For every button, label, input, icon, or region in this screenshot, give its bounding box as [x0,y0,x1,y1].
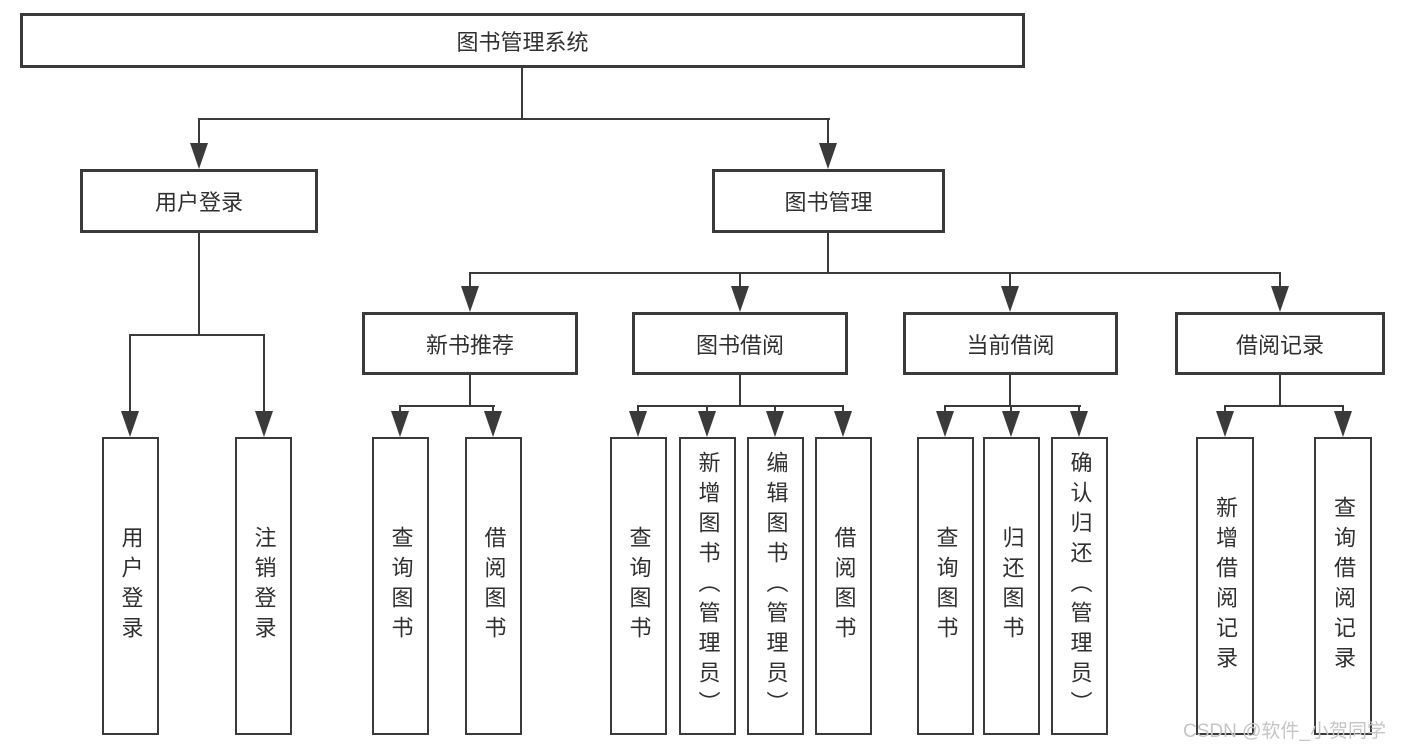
leaf-add-books-admin: 新增图书（管理员） [679,437,736,735]
edge-current-borrowing-hline [944,405,1081,407]
arrow-into-leaf-bb-query [629,411,647,437]
edge-to-book-borrowing [739,272,741,292]
edge-book-management-stem [827,233,829,274]
node-user-login: 用户登录 [80,169,318,233]
edge-to-leaf-logout [263,334,265,416]
arrow-into-leaf-nb-borrow [484,411,502,437]
leaf-query-borrow-record: 查询借阅记录 [1314,437,1372,735]
edge-to-new-book-recommend [469,272,471,292]
node-library-management-system: 图书管理系统 [20,13,1025,68]
leaf-add-borrow-record: 新增借阅记录 [1196,437,1254,735]
node-current-borrowing: 当前借阅 [903,312,1118,375]
arrow-into-leaf-br-query [1334,411,1352,437]
leaf-return-books: 归还图书 [983,437,1040,735]
edge-current-borrowing-stem [1009,373,1011,407]
arrow-into-leaf-br-add [1216,411,1234,437]
leaf-user-login: 用户登录 [102,437,159,735]
leaf-query-books-current: 查询图书 [917,437,974,735]
node-borrowing-records: 借阅记录 [1175,312,1385,375]
arrow-into-leaf-logout [255,411,273,437]
arrow-into-current-borrowing [1001,286,1019,312]
edge-to-user-login [198,118,200,153]
edge-new-book-stem [469,373,471,407]
edge-root-stem [521,66,523,118]
arrow-into-leaf-cb-return [1002,411,1020,437]
edge-user-login-stem [198,233,200,336]
arrow-into-book-borrowing [731,286,749,312]
csdn-watermark: CSDN @软件_小贺同学 [1183,721,1386,742]
leaf-borrow-books: 借阅图书 [815,437,872,735]
edge-borrowing-records-stem [1279,373,1281,407]
edge-user-login-hline [129,334,265,336]
arrow-into-leaf-user-login [121,411,139,437]
arrow-into-leaf-bb-edit [766,411,784,437]
arrow-into-new-book-recommend [461,286,479,312]
edge-to-leaf-user-login [129,334,131,416]
arrow-into-leaf-bb-borrow [834,411,852,437]
edge-to-book-management [827,118,829,153]
leaf-query-books-recommend: 查询图书 [372,437,429,735]
arrow-into-book-management [819,143,837,169]
edge-to-current-borrowing [1009,272,1011,292]
arrow-into-leaf-nb-query [391,411,409,437]
leaf-logout: 注销登录 [235,437,292,735]
node-book-management: 图书管理 [712,169,945,233]
arrow-into-leaf-cb-query [936,411,954,437]
arrow-into-leaf-bb-add [698,411,716,437]
arrow-into-borrowing-records [1271,286,1289,312]
leaf-query-books-borrowing: 查询图书 [610,437,667,735]
leaf-edit-books-admin: 编辑图书（管理员） [747,437,804,735]
arrow-into-user-login [190,143,208,169]
edge-book-borrowing-stem [739,373,741,407]
edge-borrowing-records-hline [1224,405,1344,407]
edge-book-borrowing-hline [637,405,844,407]
edge-book-management-hline [469,272,1281,274]
edge-to-borrowing-records [1279,272,1281,292]
node-new-book-recommend: 新书推荐 [362,312,578,375]
leaf-borrow-books-recommend: 借阅图书 [465,437,522,735]
edge-root-hline [198,118,830,120]
edge-new-book-hline [399,405,495,407]
leaf-confirm-return-admin: 确认归还（管理员） [1051,437,1108,735]
arrow-into-leaf-cb-confirm [1070,411,1088,437]
node-book-borrowing: 图书借阅 [632,312,848,375]
